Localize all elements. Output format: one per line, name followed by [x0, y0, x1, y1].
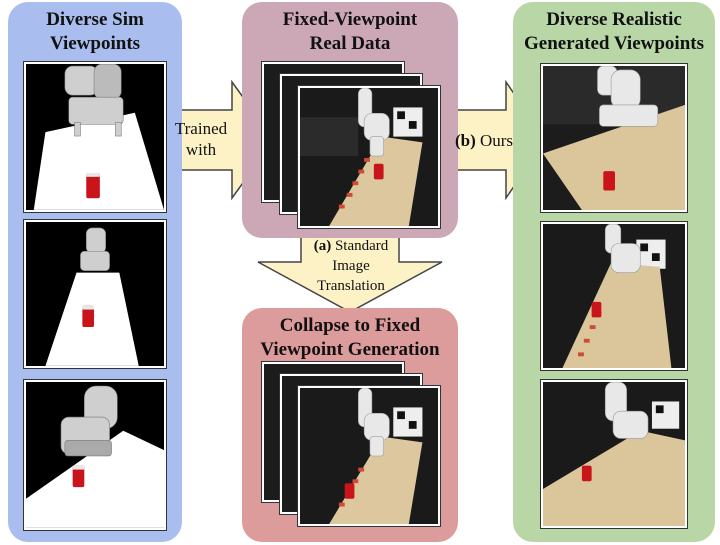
sim-render-2	[24, 220, 166, 368]
generated-photo-1	[541, 64, 687, 212]
ours-tag: (b)	[454, 131, 476, 150]
collapse-title-line1: Collapse to Fixed	[279, 315, 421, 336]
real-data-panel: Fixed-Viewpoint Real Data	[242, 2, 458, 238]
sim-render-3	[24, 380, 166, 530]
trained-label-line1: Trained	[174, 119, 228, 138]
standard-tag: (a)	[313, 238, 332, 254]
generated-photo-3	[541, 380, 687, 528]
real-panel-title: Fixed-Viewpoint Real Data	[242, 8, 458, 56]
real-title-line2: Real Data	[309, 33, 391, 54]
real-title-line1: Fixed-Viewpoint	[282, 9, 418, 30]
standard-text-3: Translation	[317, 278, 385, 294]
real-photo-front	[298, 86, 440, 228]
collapse-photo-front	[298, 386, 440, 526]
sim-panel-title: Diverse Sim Viewpoints	[8, 8, 182, 56]
generated-title-line1: Diverse Realistic	[546, 9, 682, 30]
collapse-panel: Collapse to Fixed Viewpoint Generation	[242, 308, 458, 542]
sim-render-1	[24, 62, 166, 212]
generated-photo-2	[541, 222, 687, 370]
standard-label-line1: (a) Standard	[296, 236, 406, 256]
sim-viewpoints-panel: Diverse Sim Viewpoints	[8, 2, 182, 542]
generated-panel-title: Diverse Realistic Generated Viewpoints	[513, 8, 715, 56]
generated-title-line2: Generated Viewpoints	[524, 33, 704, 54]
trained-with-label: Trained with	[170, 118, 232, 160]
collapse-title-line2: Viewpoint Generation	[260, 339, 440, 360]
standard-text-2: Image	[332, 258, 370, 274]
trained-label-line2: with	[185, 140, 217, 159]
ours-label: (b) Ours	[448, 130, 520, 151]
ours-text: Ours	[479, 131, 514, 150]
standard-translation-label: (a) Standard Image Translation	[296, 236, 406, 296]
collapse-panel-title: Collapse to Fixed Viewpoint Generation	[242, 314, 458, 362]
standard-text-1: Standard	[334, 238, 389, 254]
sim-title-line1: Diverse Sim	[46, 9, 144, 30]
sim-title-line2: Viewpoints	[49, 33, 141, 54]
generated-viewpoints-panel: Diverse Realistic Generated Viewpoints	[513, 2, 715, 542]
